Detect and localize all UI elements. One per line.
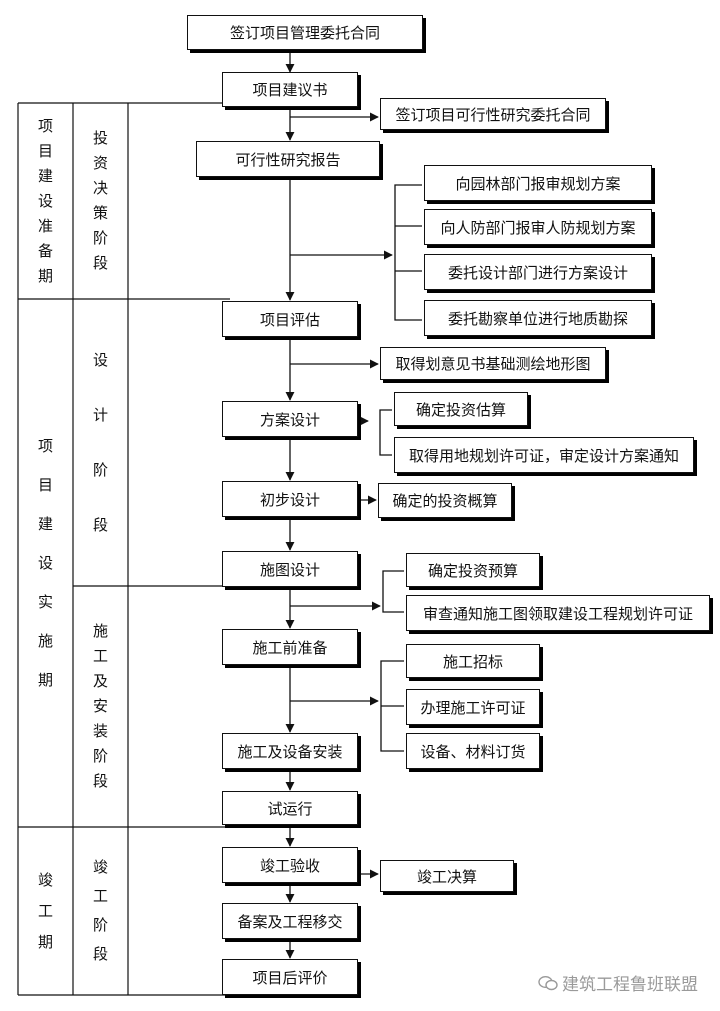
- phase-label-char: 准: [37, 216, 53, 235]
- side-feasibility-contract[interactable]: 签订项目可行性研究委托合同: [380, 98, 606, 130]
- phase-label-char: 施: [92, 622, 108, 640]
- phase-inner-design: 设计阶段: [73, 299, 128, 586]
- phase-label-char: 竣: [37, 870, 53, 889]
- step-scheme-design[interactable]: 方案设计: [222, 401, 358, 437]
- phase-label-char: 工: [92, 887, 108, 905]
- step-feasibility-report[interactable]: 可行性研究报告: [196, 141, 380, 177]
- phase-inner-decision-label: 投资决策阶段: [93, 131, 108, 271]
- phase-label-char: 安: [92, 697, 108, 715]
- side-investment-estimate[interactable]: 确定投资估算: [394, 392, 528, 426]
- phase-label-char: 工: [37, 901, 53, 920]
- phase-label-char: 目: [37, 141, 53, 160]
- phase-label-char: 竣: [92, 858, 108, 876]
- side-investment-budget-estimate[interactable]: 确定的投资概算: [378, 483, 512, 518]
- step-trial-run[interactable]: 试运行: [222, 791, 358, 825]
- phase-label-char: 阶: [92, 229, 108, 247]
- side-construction-license[interactable]: 办理施工许可证: [406, 689, 540, 725]
- phase-label-char: 备: [37, 241, 53, 260]
- step-preliminary-design[interactable]: 初步设计: [222, 481, 358, 517]
- phase-label-char: 期: [37, 932, 53, 951]
- phase-label-char: 期: [37, 266, 53, 285]
- phase-label-char: 段: [92, 254, 108, 272]
- step-sign-management-contract[interactable]: 签订项目管理委托合同: [187, 15, 423, 50]
- side-review-construction-permit[interactable]: 审查通知施工图领取建设工程规划许可证: [406, 595, 710, 631]
- phase-label-char: 设: [37, 553, 53, 572]
- step-post-evaluation[interactable]: 项目后评价: [222, 959, 358, 995]
- phase-outer-complete-label: 竣工期: [37, 870, 53, 951]
- phase-inner-construction-label: 施工及安装阶段: [93, 624, 108, 789]
- phase-label-char: 决: [92, 179, 108, 197]
- side-equipment-materials-order[interactable]: 设备、材料订货: [406, 733, 540, 769]
- side-commission-survey[interactable]: 委托勘察单位进行地质勘探: [424, 300, 652, 336]
- phase-label-char: 段: [92, 515, 108, 534]
- phase-label-char: 及: [92, 672, 108, 690]
- phase-grid: [17, 102, 287, 996]
- phase-label-char: 资: [92, 154, 108, 172]
- phase-inner-decision: 投资决策阶段: [73, 103, 128, 299]
- side-planning-opinion[interactable]: 取得划意见书基础测绘地形图: [380, 347, 606, 380]
- phase-outer-impl-label: 项目建设实施期: [37, 436, 53, 689]
- phase-label-char: 装: [92, 722, 108, 740]
- step-project-evaluation[interactable]: 项目评估: [222, 301, 358, 337]
- phase-outer-prep: 项目建设准备期: [18, 103, 73, 299]
- phase-label-char: 段: [92, 772, 108, 790]
- step-construction-installation[interactable]: 施工及设备安装: [222, 733, 358, 769]
- phase-label-char: 阶: [92, 916, 108, 934]
- side-construction-bidding[interactable]: 施工招标: [406, 644, 540, 678]
- wechat-icon: [538, 975, 558, 990]
- phase-outer-impl: 项目建设实施期: [18, 299, 73, 827]
- phase-outer-prep-label: 项目建设准备期: [37, 116, 53, 285]
- step-construction-drawing-design[interactable]: 施图设计: [222, 551, 358, 587]
- side-civil-defense-review[interactable]: 向人防部门报审人防规划方案: [424, 209, 652, 245]
- phase-label-char: 期: [37, 670, 53, 689]
- phase-label-char: 策: [92, 204, 108, 222]
- phase-inner-construction: 施工及安装阶段: [73, 586, 128, 827]
- step-pre-construction-preparation[interactable]: 施工前准备: [222, 629, 358, 665]
- phase-label-char: 实: [37, 592, 53, 611]
- phase-label-char: 设: [37, 191, 53, 210]
- step-completion-acceptance[interactable]: 竣工验收: [222, 847, 358, 883]
- phase-inner-design-label: 设计阶段: [92, 350, 108, 534]
- step-project-proposal[interactable]: 项目建议书: [222, 72, 358, 107]
- phase-label-char: 计: [92, 405, 108, 424]
- step-filing-handover[interactable]: 备案及工程移交: [222, 903, 358, 939]
- phase-label-char: 投: [92, 129, 108, 147]
- phase-label-char: 施: [37, 631, 53, 650]
- phase-label-char: 设: [92, 350, 108, 369]
- phase-label-char: 阶: [92, 747, 108, 765]
- phase-label-char: 段: [92, 945, 108, 963]
- phase-label-char: 建: [37, 166, 53, 185]
- side-land-planning-permit[interactable]: 取得用地规划许可证，审定设计方案通知: [394, 437, 694, 473]
- watermark-text: 建筑工程鲁班联盟: [562, 975, 698, 995]
- side-garden-dept-review[interactable]: 向园林部门报审规划方案: [424, 165, 652, 201]
- phase-label-char: 阶: [92, 460, 108, 479]
- phase-label-char: 建: [37, 514, 53, 533]
- phase-inner-completion: 竣工阶段: [73, 827, 128, 995]
- phase-inner-completion-label: 竣工阶段: [93, 860, 108, 962]
- phase-outer-complete: 竣工期: [18, 827, 73, 995]
- phase-label-char: 工: [92, 647, 108, 665]
- side-final-settlement[interactable]: 竣工决算: [380, 860, 514, 892]
- phase-label-char: 项: [37, 436, 53, 455]
- side-investment-budget[interactable]: 确定投资预算: [406, 553, 540, 587]
- phase-label-char: 项: [37, 116, 53, 135]
- phase-label-char: 目: [37, 475, 53, 494]
- side-commission-design[interactable]: 委托设计部门进行方案设计: [424, 254, 652, 290]
- watermark: 建筑工程鲁班联盟: [538, 970, 698, 995]
